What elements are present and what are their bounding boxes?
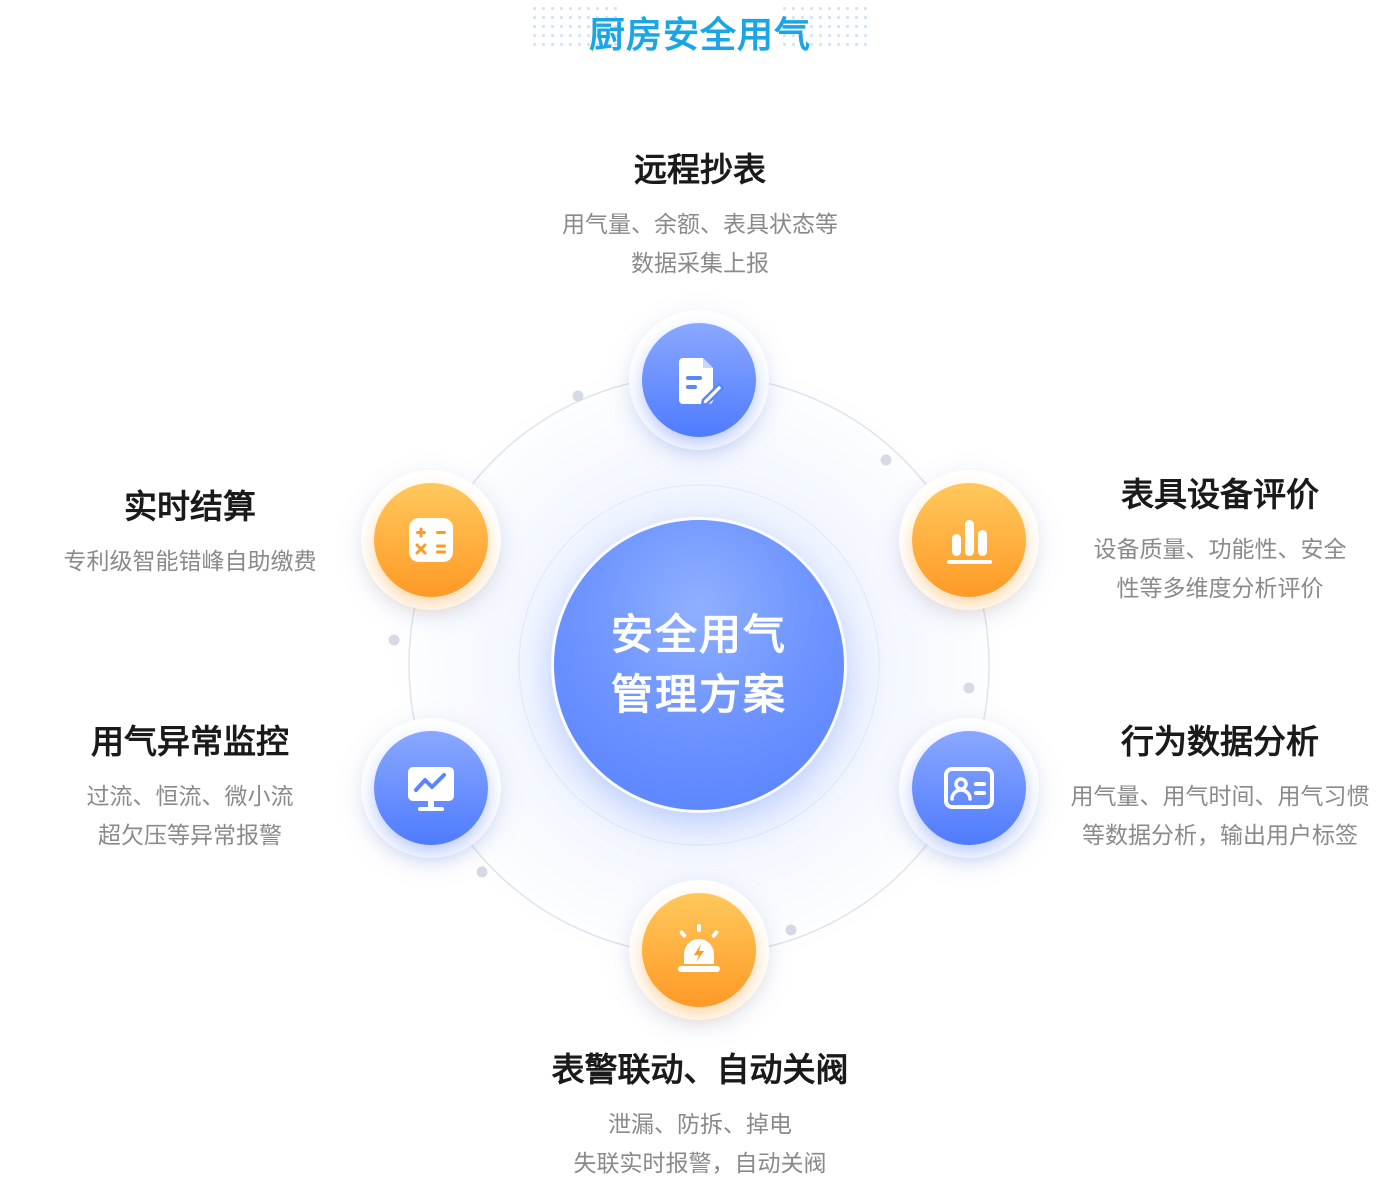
calculator-icon bbox=[409, 518, 453, 562]
feature-desc-line: 性等多维度分析评价 bbox=[1116, 576, 1324, 602]
feature-title: 行为数据分析 bbox=[1121, 722, 1319, 761]
feature-desc: 过流、恒流、微小流 超欠压等异常报警 bbox=[20, 778, 360, 856]
feature-desc-line: 专利级智能错峰自助缴费 bbox=[63, 549, 317, 575]
feature-desc: 用气量、用气时间、用气习惯 等数据分析，输出用户标签 bbox=[1040, 778, 1400, 856]
orbit-dot bbox=[388, 634, 400, 646]
header-dots-right bbox=[780, 4, 870, 48]
orbit-dot bbox=[785, 924, 797, 936]
feature-desc-line: 用气量、用气时间、用气习惯 bbox=[1070, 784, 1370, 810]
feature-desc: 专利级智能错峰自助缴费 bbox=[20, 543, 360, 582]
feature-desc-line: 设备质量、功能性、安全 bbox=[1093, 537, 1347, 563]
feature-desc-line: 数据采集上报 bbox=[631, 251, 769, 277]
node-icon-bg bbox=[374, 731, 488, 845]
node-device-evaluation[interactable] bbox=[899, 470, 1039, 610]
node-icon-bg bbox=[912, 483, 1026, 597]
orbit-dot bbox=[963, 682, 975, 694]
document-edit-icon bbox=[679, 358, 725, 407]
feature-title: 远程抄表 bbox=[634, 150, 766, 189]
center-title-line2: 管理方案 bbox=[610, 670, 787, 719]
feature-desc: 设备质量、功能性、安全 性等多维度分析评价 bbox=[1040, 531, 1400, 609]
orbit-dot bbox=[880, 454, 892, 466]
node-alarm-valve[interactable] bbox=[629, 880, 769, 1020]
node-icon-bg bbox=[912, 731, 1026, 845]
orbit-dot bbox=[476, 866, 488, 878]
node-icon-bg bbox=[642, 323, 756, 437]
feature-device-evaluation: 表具设备评价 设备质量、功能性、安全 性等多维度分析评价 bbox=[1040, 473, 1400, 609]
feature-title: 表具设备评价 bbox=[1121, 475, 1319, 514]
page-header: 厨房安全用气 bbox=[530, 0, 870, 56]
feature-desc-line: 用气量、余额、表具状态等 bbox=[562, 212, 838, 238]
node-icon-bg bbox=[374, 483, 488, 597]
node-abnormal-monitoring[interactable] bbox=[361, 718, 501, 858]
feature-remote-meter-reading: 远程抄表 用气量、余额、表具状态等 数据采集上报 bbox=[500, 148, 900, 284]
orbit-dot bbox=[572, 390, 584, 402]
feature-alarm-valve: 表警联动、自动关阀 泄漏、防拆、掉电 失联实时报警，自动关阀 bbox=[450, 1048, 950, 1184]
feature-desc-line: 失联实时报警，自动关阀 bbox=[573, 1151, 827, 1177]
user-card-icon bbox=[944, 767, 994, 809]
header-dots-left bbox=[530, 4, 620, 48]
feature-title: 用气异常监控 bbox=[91, 722, 289, 761]
feature-title: 表警联动、自动关阀 bbox=[551, 1050, 849, 1089]
node-remote-meter-reading[interactable] bbox=[629, 310, 769, 450]
bar-chart-icon bbox=[947, 520, 992, 564]
feature-realtime-settlement: 实时结算 专利级智能错峰自助缴费 bbox=[20, 485, 360, 582]
feature-title: 实时结算 bbox=[124, 487, 256, 526]
feature-desc: 泄漏、防拆、掉电 失联实时报警，自动关阀 bbox=[450, 1106, 950, 1184]
node-behavior-analysis[interactable] bbox=[899, 718, 1039, 858]
node-icon-bg bbox=[642, 893, 756, 1007]
inner-orbit-ring bbox=[518, 484, 880, 846]
feature-abnormal-monitoring: 用气异常监控 过流、恒流、微小流 超欠压等异常报警 bbox=[20, 720, 360, 856]
alarm-light-icon bbox=[678, 924, 720, 972]
feature-desc: 用气量、余额、表具状态等 数据采集上报 bbox=[500, 206, 900, 284]
feature-desc-line: 等数据分析，输出用户标签 bbox=[1082, 823, 1358, 849]
center-title-line1: 安全用气 bbox=[610, 610, 787, 659]
page-title: 厨房安全用气 bbox=[588, 15, 811, 56]
node-realtime-settlement[interactable] bbox=[361, 470, 501, 610]
feature-desc-line: 超欠压等异常报警 bbox=[98, 823, 282, 849]
feature-desc-line: 过流、恒流、微小流 bbox=[86, 784, 294, 810]
feature-desc-line: 泄漏、防拆、掉电 bbox=[608, 1112, 792, 1138]
center-hub: 安全用气 管理方案 bbox=[554, 520, 844, 810]
monitor-chart-icon bbox=[408, 767, 454, 811]
feature-behavior-analysis: 行为数据分析 用气量、用气时间、用气习惯 等数据分析，输出用户标签 bbox=[1040, 720, 1400, 856]
